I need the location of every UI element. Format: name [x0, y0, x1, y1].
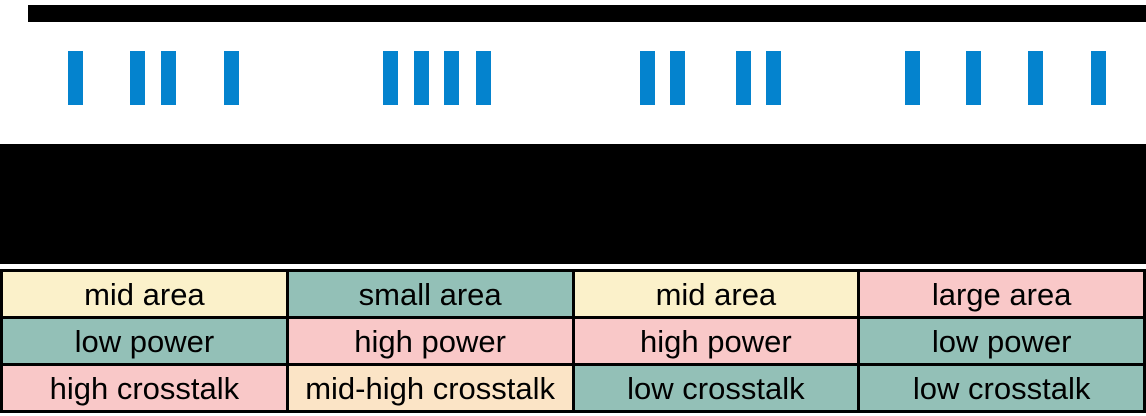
table-cell-area-4: large area	[860, 272, 1143, 316]
top-black-strip	[28, 5, 1146, 22]
table-cell-power-2: high power	[288, 319, 572, 363]
waveguide-bar-pitch-arrangement-2	[444, 51, 459, 105]
table-cell-crosstalk-2: mid-high crosstalk	[288, 366, 572, 410]
table-cell-crosstalk-4: low crosstalk	[860, 366, 1143, 410]
waveguide-bar-pitch-arrangement-3	[736, 51, 751, 105]
table-cell-crosstalk-3: low crosstalk	[574, 366, 858, 410]
waveguide-bar-pitch-arrangement-2	[476, 51, 491, 105]
waveguide-bar-pitch-arrangement-3	[670, 51, 685, 105]
waveguide-bar-pitch-arrangement-1	[130, 51, 145, 105]
waveguide-bar-pitch-arrangement-2	[383, 51, 398, 105]
waveguide-bars-layer	[0, 0, 1146, 140]
middle-black-band	[0, 144, 1146, 264]
table-cell-area-2: small area	[288, 272, 572, 316]
table-cell-power-4: low power	[860, 319, 1143, 363]
waveguide-bar-pitch-arrangement-4	[905, 51, 920, 105]
waveguide-bar-pitch-arrangement-1	[224, 51, 239, 105]
table-cell-power-1: low power	[3, 319, 286, 363]
waveguide-bar-pitch-arrangement-2	[414, 51, 429, 105]
waveguide-bar-pitch-arrangement-1	[68, 51, 83, 105]
waveguide-bar-pitch-arrangement-3	[766, 51, 781, 105]
table-cell-crosstalk-1: high crosstalk	[3, 366, 286, 410]
waveguide-bar-pitch-arrangement-1	[161, 51, 176, 105]
waveguide-bar-pitch-arrangement-4	[1028, 51, 1043, 105]
waveguide-bar-pitch-arrangement-4	[1091, 51, 1106, 105]
table-cell-area-1: mid area	[3, 272, 286, 316]
table-cell-power-3: high power	[574, 319, 858, 363]
waveguide-bar-pitch-arrangement-3	[640, 51, 655, 105]
table-cell-area-3: mid area	[574, 272, 858, 316]
properties-table: mid area small area mid area large area …	[0, 269, 1146, 413]
waveguide-bar-pitch-arrangement-4	[966, 51, 981, 105]
